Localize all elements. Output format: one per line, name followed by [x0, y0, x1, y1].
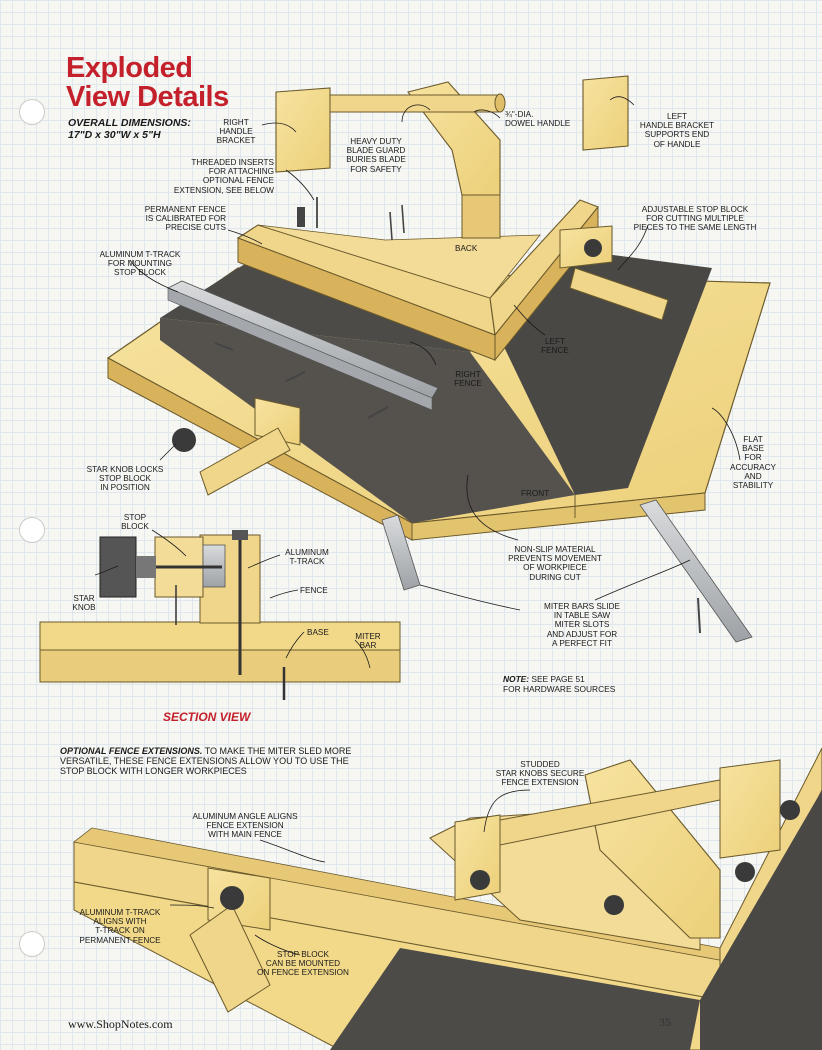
binder-hole — [19, 517, 45, 543]
dowel-handle — [329, 93, 506, 113]
stop-block-front — [172, 397, 301, 496]
callout-studded-star-knobs: STUDDED STAR KNOBS SECURE FENCE EXTENSIO… — [495, 760, 585, 788]
callout-star-knob-locks: STAR KNOB LOCKS STOP BLOCK IN POSITION — [86, 465, 164, 493]
callout-flat-base: FLAT BASE FOR ACCURACY AND STABILITY — [730, 435, 776, 491]
callout-non-slip-material: NON-SLIP MATERIAL PREVENTS MOVEMENT OF W… — [508, 545, 602, 582]
callout-blade-guard: HEAVY DUTY BLADE GUARD BURIES BLADE FOR … — [346, 137, 406, 174]
right-handle-bracket — [275, 87, 331, 173]
callout-miter-bars: MITER BARS SLIDE IN TABLE SAW MITER SLOT… — [544, 602, 620, 648]
left-handle-bracket — [582, 75, 629, 151]
callout-permanent-fence: PERMANENT FENCE IS CALIBRATED FOR PRECIS… — [144, 205, 226, 233]
fence-extension-drawing — [73, 747, 822, 1050]
screw — [367, 406, 389, 419]
overall-dimensions-value: 17"D x 30"W x 5"H — [68, 129, 161, 141]
screw — [697, 597, 701, 634]
binder-hole — [19, 931, 45, 957]
screw — [401, 204, 405, 234]
hardware-note: NOTE: SEE PAGE 51 FOR HARDWARE SOURCES — [503, 674, 615, 694]
binder-hole — [19, 99, 45, 125]
callout-right-fence: RIGHT FENCE — [454, 370, 482, 389]
title-line-1: Exploded — [66, 52, 193, 84]
star-knob-icon — [584, 239, 602, 257]
star-knob-icon — [220, 886, 244, 910]
section-aluminum-ttrack-label: ALUMINUM T-TRACK — [285, 548, 329, 567]
optional-heading: OPTIONAL FENCE EXTENSIONS. — [60, 746, 203, 756]
section-miter-bar-label: MITER BAR — [355, 632, 381, 651]
section-view-drawing — [39, 530, 401, 700]
callout-front: FRONT — [521, 489, 550, 498]
star-knob-icon — [99, 536, 137, 598]
callout-dowel-handle: ¾"-DIA. DOWEL HANDLE — [505, 110, 571, 129]
leader-lines — [94, 96, 741, 956]
footer-website: www.ShopNotes.com — [68, 1017, 173, 1031]
section-base-label: BASE — [307, 628, 329, 637]
callout-back: BACK — [455, 244, 478, 253]
star-knob-icon — [470, 870, 490, 890]
optional-description: TO MAKE THE MITER SLED MORE VERSATILE, T… — [60, 746, 352, 776]
callout-adjustable-stop-block: ADJUSTABLE STOP BLOCK FOR CUTTING MULTIP… — [633, 205, 757, 233]
overall-dimensions-label: OVERALL DIMENSIONS: — [68, 117, 191, 129]
back-support — [257, 224, 541, 299]
star-knob-icon — [604, 895, 624, 915]
callout-right-handle-bracket: RIGHT HANDLE BRACKET — [216, 118, 256, 146]
section-star-knob-label: STAR KNOB — [72, 594, 96, 613]
screw — [285, 371, 306, 382]
page-title: Exploded View Details — [66, 54, 229, 112]
title-line-2: View Details — [66, 81, 229, 113]
callout-ttrack-aligns: ALUMINUM T-TRACK ALIGNS WITH T-TRACK ON … — [79, 908, 161, 945]
callout-left-fence: LEFT FENCE — [541, 337, 569, 356]
callout-threaded-inserts: THREADED INSERTS FOR ATTACHING OPTIONAL … — [173, 158, 274, 195]
page-number: 35 — [659, 1015, 671, 1029]
screw — [389, 211, 393, 241]
optional-fence-extensions-text: OPTIONAL FENCE EXTENSIONS. TO MAKE THE M… — [60, 746, 360, 776]
star-knob-icon — [780, 800, 800, 820]
star-knob-icon — [172, 428, 196, 452]
section-stop-block-label: STOP BLOCK — [121, 513, 149, 532]
callout-left-handle-bracket: LEFT HANDLE BRACKET SUPPORTS END OF HAND… — [639, 112, 715, 149]
section-fence-label: FENCE — [300, 586, 328, 595]
threaded-insert — [297, 207, 305, 227]
callout-aluminum-angle: ALUMINUM ANGLE ALIGNS FENCE EXTENSION WI… — [192, 812, 298, 840]
aluminum-t-track — [167, 280, 439, 411]
adjustable-stop-block — [559, 225, 669, 321]
star-knob-icon — [735, 862, 755, 882]
callout-aluminum-ttrack: ALUMINUM T-TRACK FOR MOUNTING STOP BLOCK — [99, 250, 181, 278]
callout-stop-block-mounted: STOP BLOCK CAN BE MOUNTED ON FENCE EXTEN… — [257, 950, 349, 978]
miter-bar — [381, 499, 753, 643]
section-view-title: SECTION VIEW — [163, 710, 251, 724]
note-label: NOTE: — [503, 674, 530, 684]
note-text: SEE PAGE 51 FOR HARDWARE SOURCES — [503, 674, 616, 694]
screw — [214, 342, 234, 351]
